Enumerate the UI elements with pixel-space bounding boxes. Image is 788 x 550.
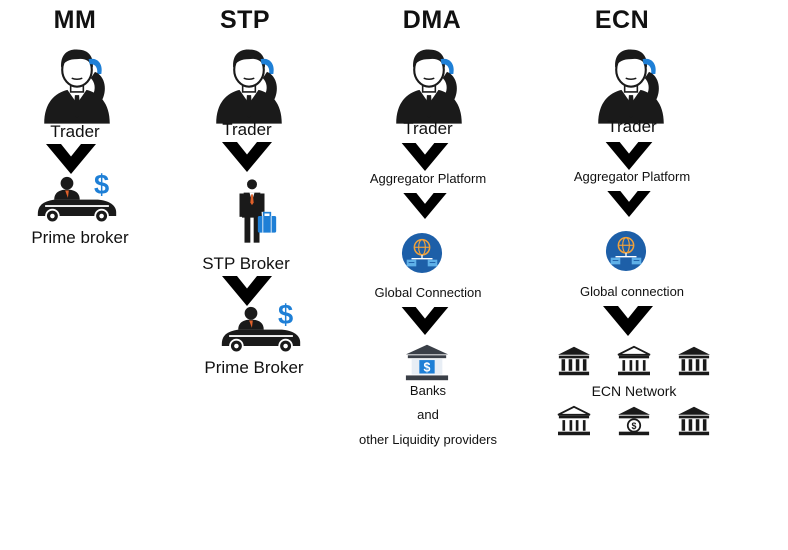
- globe-server-icon: [401, 232, 443, 274]
- chevron-down-icon: [604, 142, 654, 170]
- ecn-title: ECN: [594, 6, 650, 34]
- mm-title: MM: [53, 6, 97, 34]
- bank-building-icon: [556, 405, 592, 437]
- bank-building-icon: [556, 345, 592, 377]
- businessman-with-briefcase-icon: [232, 172, 282, 250]
- trader-on-phone-icon: [392, 44, 466, 124]
- bank-building-icon: [616, 405, 652, 437]
- bank-building-icon: [616, 345, 652, 377]
- dma-and-label: and: [417, 407, 439, 422]
- bank-building-icon: [676, 345, 712, 377]
- trader-on-phone-icon: [212, 44, 286, 124]
- bank-building-icon: [676, 405, 712, 437]
- dma-title: DMA: [402, 6, 462, 34]
- dma-global-connection-label: Global Connection: [374, 285, 482, 300]
- dma-aggregator-label: Aggregator Platform: [369, 171, 487, 186]
- dma-trader-label: Trader: [403, 119, 453, 138]
- mm-prime-broker-label: Prime broker: [31, 228, 129, 247]
- dma-banks-label: Banks: [409, 383, 447, 398]
- ecn-aggregator-label: Aggregator Platform: [573, 169, 691, 184]
- stp-prime-broker-label: Prime Broker: [204, 358, 304, 377]
- chevron-down-icon: [602, 306, 654, 336]
- chevron-down-icon: [400, 143, 450, 171]
- mm-trader-label: Trader: [50, 122, 100, 141]
- ecn-network-label: ECN Network: [591, 383, 677, 399]
- globe-server-icon: [605, 230, 647, 272]
- trader-on-phone-icon: [594, 44, 668, 124]
- ecn-trader-label: Trader: [607, 117, 657, 136]
- broker-in-car-with-dollar-icon: [36, 168, 118, 224]
- stp-trader-label: Trader: [222, 120, 272, 139]
- dma-providers-label: other Liquidity providers: [358, 432, 498, 447]
- chevron-down-icon: [220, 142, 274, 172]
- trader-on-phone-icon: [40, 44, 114, 124]
- bank-building-icon: [404, 342, 450, 382]
- chevron-down-icon: [400, 307, 450, 335]
- broker-in-car-with-dollar-icon: [220, 298, 302, 354]
- stp-title: STP: [219, 6, 271, 34]
- chevron-down-icon: [606, 191, 652, 217]
- chevron-down-icon: [402, 193, 448, 219]
- ecn-global-connection-label: Global connection: [579, 284, 685, 299]
- stp-broker-label: STP Broker: [202, 254, 290, 273]
